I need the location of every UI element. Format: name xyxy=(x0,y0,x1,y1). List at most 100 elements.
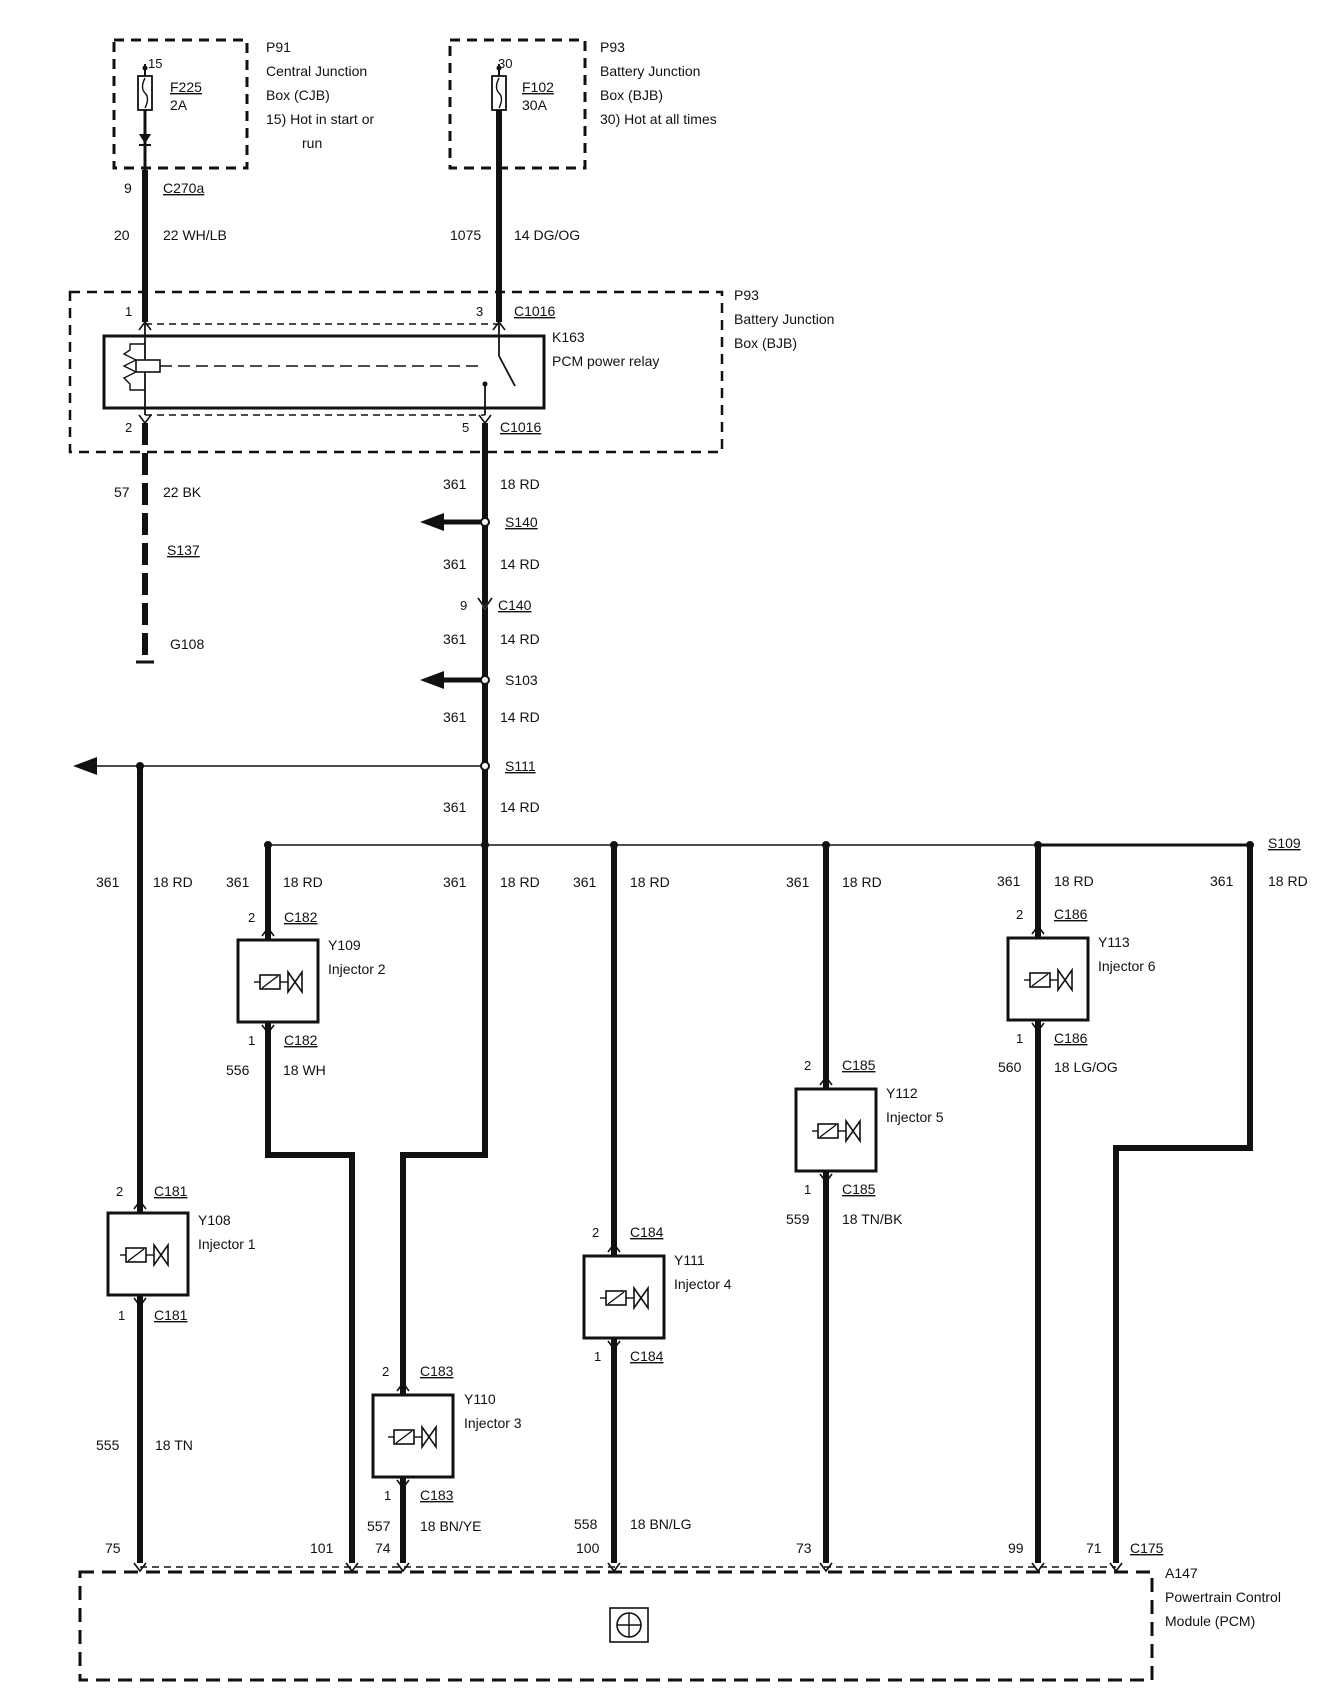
pcm-pin-100: 100 xyxy=(576,1540,600,1556)
injector-2-icon xyxy=(253,971,303,993)
injector-6-id: Y113 xyxy=(1098,934,1130,950)
c175-label: C175 xyxy=(1130,1540,1164,1556)
feed-w4-circuit: 361 xyxy=(443,709,467,725)
cjb-fuse-id: F225 xyxy=(170,79,202,95)
injector-2-pin-top: 2 xyxy=(248,910,255,925)
pcm-id: A147 xyxy=(1165,1565,1198,1581)
injector-4-id: Y111 xyxy=(674,1252,705,1268)
injector-3: 361 18 RD 2 C183 Y110 Injector 3 1 C183 … xyxy=(367,845,540,1563)
injector-4-conn-bottom: C184 xyxy=(630,1348,664,1364)
cjb-id: P91 xyxy=(266,39,291,55)
pcm-icon xyxy=(609,1607,649,1643)
injector-2-conn-bottom: C182 xyxy=(284,1032,318,1048)
s103-arrow-icon xyxy=(420,671,444,689)
wire-361-pcm-71 xyxy=(1113,845,1253,1563)
injector-5-icon xyxy=(811,1120,861,1142)
injector-1-conn-top: C181 xyxy=(154,1183,188,1199)
injector-5-conn-bottom: C185 xyxy=(842,1181,876,1197)
injector-1: 361 18 RD 2 C181 Y108 Injector 1 1 C181 … xyxy=(96,766,256,1563)
splice-s140-dot xyxy=(480,517,490,527)
injector-6-conn-bottom: C186 xyxy=(1054,1030,1088,1046)
bjb-id: P93 xyxy=(734,287,759,303)
injector-1-spec: 18 TN xyxy=(155,1437,193,1453)
injector-3-circuit: 557 xyxy=(367,1518,391,1534)
wire-57-circuit: 57 xyxy=(114,484,130,500)
cjb-fuse-rating: 2A xyxy=(170,97,188,113)
feed-w3-spec: 14 RD xyxy=(500,631,540,647)
splice-s109: S109 xyxy=(1268,835,1301,851)
feed-w2-spec: 14 RD xyxy=(500,556,540,572)
branch-6-spec: 18 RD xyxy=(1054,873,1094,889)
c270a-label: C270a xyxy=(163,180,204,196)
branch-7-circuit: 361 xyxy=(1210,873,1234,889)
injector-4-pin-bottom: 1 xyxy=(594,1349,601,1364)
injector-3-conn-top: C183 xyxy=(420,1363,454,1379)
injector-4-pin-top: 2 xyxy=(592,1225,599,1240)
bjb-fuse-id: F102 xyxy=(522,79,554,95)
injector-2: 361 18 RD 2 C182 Y109 Injector 2 1 C182 … xyxy=(226,845,386,1563)
bjb-name-1: Battery Junction xyxy=(734,311,834,327)
feed-w4-spec: 14 RD xyxy=(500,709,540,725)
bjb-top-id: P93 xyxy=(600,39,625,55)
injector-5: 361 18 RD 2 C185 Y112 Injector 5 1 C185 … xyxy=(786,845,944,1563)
bjb-pin-5: 5 xyxy=(462,420,469,435)
injector-5-id: Y112 xyxy=(886,1085,918,1101)
injector-6-spec: 18 LG/OG xyxy=(1054,1059,1118,1075)
pcm-pin-99: 99 xyxy=(1008,1540,1024,1556)
injector-6-circuit: 560 xyxy=(998,1059,1022,1075)
c270a-pin: 9 xyxy=(124,180,132,196)
injector-3-spec: 18 BN/YE xyxy=(420,1518,481,1534)
bjb-pin-2: 2 xyxy=(125,420,132,435)
pcm-pin-75: 75 xyxy=(105,1540,121,1556)
wire-20-circuit: 20 xyxy=(114,227,130,243)
pcm-module: 75 101 74 100 73 99 71 C175 A147 Powertr… xyxy=(78,1540,1281,1682)
pcm-pin-101: 101 xyxy=(310,1540,334,1556)
feed-w5-circuit: 361 xyxy=(443,799,467,815)
injector-6-conn-top: C186 xyxy=(1054,906,1088,922)
injector-5-spec: 18 TN/BK xyxy=(842,1211,903,1227)
ground-g108: G108 xyxy=(170,636,204,652)
bjb-pin-3: 3 xyxy=(476,304,483,319)
pcm-pin-73: 73 xyxy=(796,1540,812,1556)
c140-label: C140 xyxy=(498,597,532,613)
injector-4-name: Injector 4 xyxy=(674,1276,732,1292)
wire-20-spec: 22 WH/LB xyxy=(163,227,227,243)
relay-id: K163 xyxy=(552,329,585,345)
branch-4-spec: 18 RD xyxy=(630,874,670,890)
splice-s140: S140 xyxy=(505,514,538,530)
branch-5-circuit: 361 xyxy=(786,874,810,890)
injector-4: 361 18 RD 2 C184 Y111 Injector 4 1 C184 … xyxy=(573,845,732,1563)
injector-6: 361 18 RD 2 C186 Y113 Injector 6 1 C186 … xyxy=(997,845,1156,1563)
injector-2-pin-bottom: 1 xyxy=(248,1033,255,1048)
c140-pin: 9 xyxy=(460,598,467,613)
wire-57-spec: 22 BK xyxy=(163,484,202,500)
injector-3-pin-top: 2 xyxy=(382,1364,389,1379)
injector-3-name: Injector 3 xyxy=(464,1415,522,1431)
injector-3-id: Y110 xyxy=(464,1391,496,1407)
feed-w2-circuit: 361 xyxy=(443,556,467,572)
injector-4-spec: 18 BN/LG xyxy=(630,1516,691,1532)
injector-2-name: Injector 2 xyxy=(328,961,386,977)
injector-1-pin-top: 2 xyxy=(116,1184,123,1199)
injector-5-name: Injector 5 xyxy=(886,1109,944,1125)
pcm-pin-74: 74 xyxy=(375,1540,391,1556)
injector-2-spec: 18 WH xyxy=(283,1062,326,1078)
injector-1-icon xyxy=(119,1244,169,1266)
bjb-top-note: 30) Hot at all times xyxy=(600,111,717,127)
pcm-name-1: Powertrain Control xyxy=(1165,1589,1281,1605)
bjb-name-2: Box (BJB) xyxy=(734,335,797,351)
pcm-pin-71: 71 xyxy=(1086,1540,1102,1556)
injector-1-circuit: 555 xyxy=(96,1437,120,1453)
bjb-pin-1: 1 xyxy=(125,304,132,319)
injector-6-pin-top: 2 xyxy=(1016,907,1023,922)
branch-3-circuit: 361 xyxy=(443,874,467,890)
cjb-note-1: 15) Hot in start or xyxy=(266,111,374,127)
injector-4-circuit: 558 xyxy=(574,1516,598,1532)
feed-w1-spec: 18 RD xyxy=(500,476,540,492)
bjb-fuse-rating: 30A xyxy=(522,97,548,113)
s140-arrow-icon xyxy=(420,513,444,531)
injector-4-conn-top: C184 xyxy=(630,1224,664,1240)
c1016-top-label: C1016 xyxy=(514,303,555,319)
injector-6-pin-bottom: 1 xyxy=(1016,1031,1023,1046)
injector-1-name: Injector 1 xyxy=(198,1236,256,1252)
